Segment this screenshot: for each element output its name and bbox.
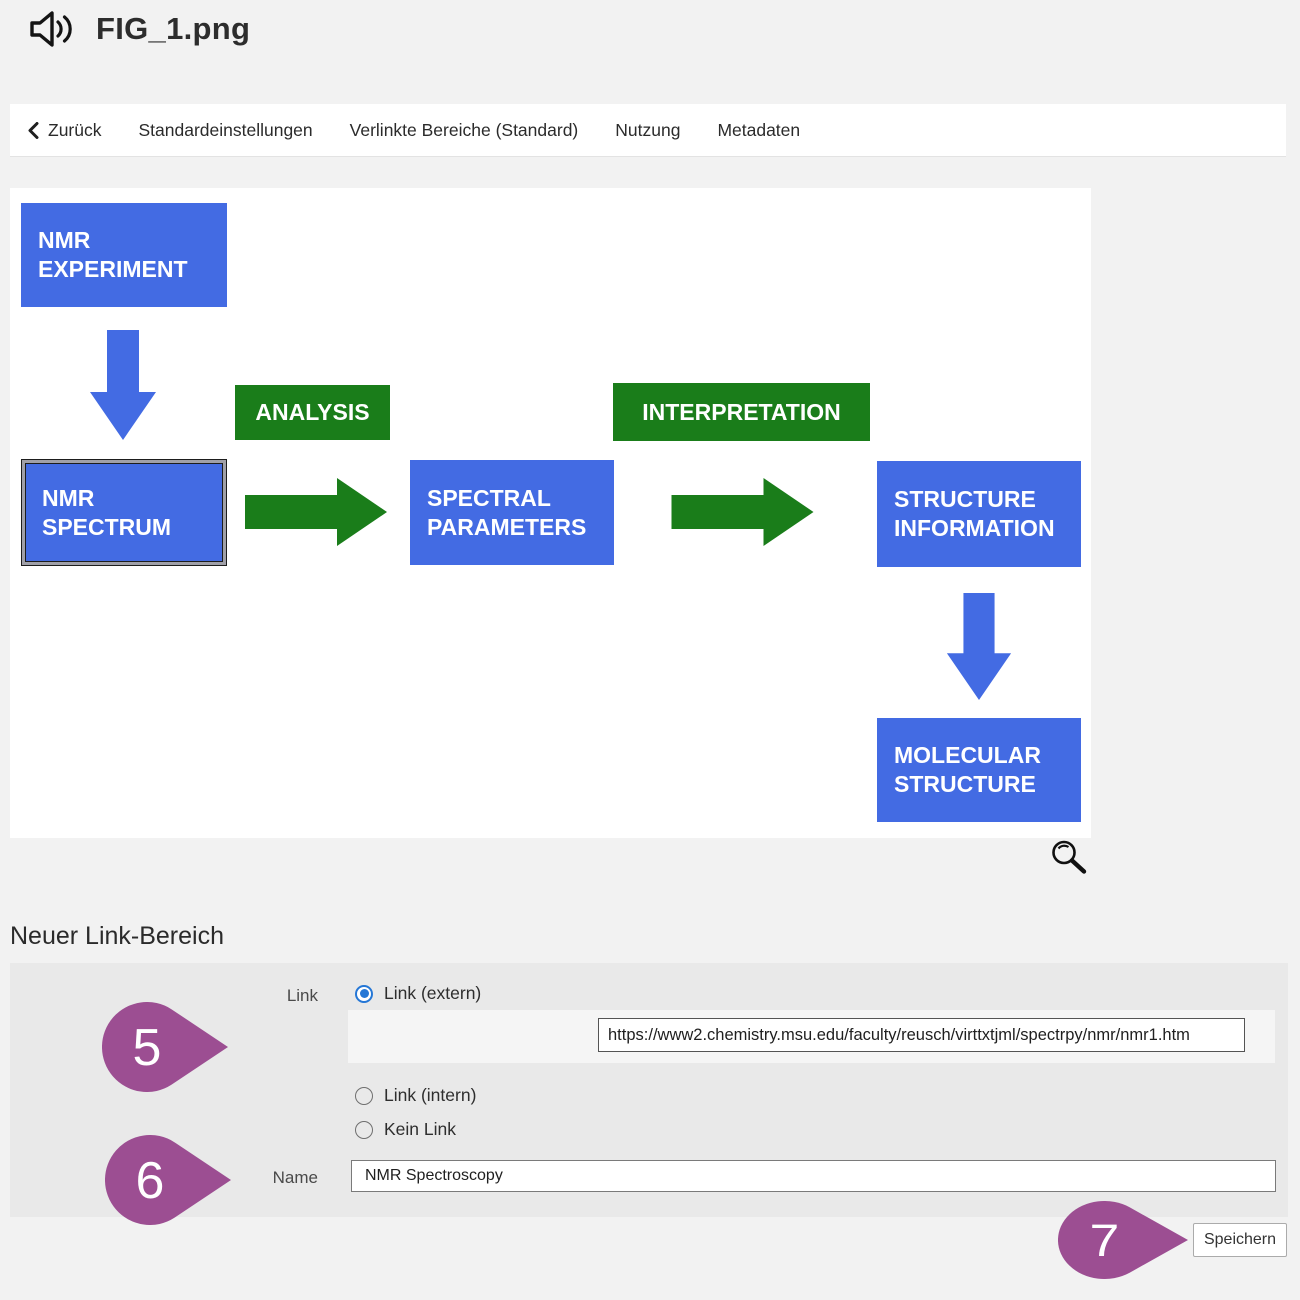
- arrow-down-icon: [90, 330, 156, 440]
- nav-bar: Zurück Standardeinstellungen Verlinkte B…: [10, 104, 1286, 157]
- nav-item-back[interactable]: Zurück: [28, 120, 101, 141]
- magnifier-icon[interactable]: [1049, 839, 1091, 879]
- save-button[interactable]: Speichern: [1193, 1223, 1287, 1257]
- flow-box-molecular-structure: MOLECULAR STRUCTURE: [877, 718, 1081, 822]
- chevron-left-icon: [28, 121, 39, 139]
- radio-option-link-extern[interactable]: Link (extern): [355, 983, 481, 1004]
- link-field-label: Link: [286, 986, 318, 1005]
- page-header: FIG_1.png: [28, 10, 250, 48]
- radio-option-kein-link[interactable]: Kein Link: [355, 1119, 456, 1140]
- nav-item-label: Verlinkte Bereiche (Standard): [349, 119, 579, 140]
- nav-item-metadaten[interactable]: Metadaten: [717, 120, 800, 141]
- radio-option-link-intern[interactable]: Link (intern): [355, 1085, 476, 1106]
- flow-box-label: NMR SPECTRUM: [42, 484, 172, 540]
- flow-box-label: INTERPRETATION: [642, 398, 841, 425]
- flow-box-label: NMR EXPERIMENT: [38, 227, 188, 282]
- flow-box-nmr-spectrum[interactable]: NMR SPECTRUM: [21, 459, 227, 566]
- radio-label: Link (extern): [384, 983, 482, 1003]
- name-field-label: Name: [272, 1168, 318, 1187]
- flow-box-spectral-parameters: SPECTRAL PARAMETERS: [410, 460, 614, 565]
- arrow-right-icon: [245, 478, 387, 546]
- speaker-icon: [30, 11, 72, 47]
- flow-box-nmr-experiment: NMR EXPERIMENT: [21, 203, 227, 307]
- radio-label: Kein Link: [384, 1119, 456, 1139]
- flow-box-label: STRUCTURE INFORMATION: [894, 486, 1055, 541]
- nav-item-standardeinstellungen[interactable]: Standardeinstellungen: [138, 120, 312, 141]
- nav-item-label: Nutzung: [615, 119, 681, 140]
- nav-item-label: Standardeinstellungen: [138, 119, 313, 140]
- section-title: Neuer Link-Bereich: [10, 922, 224, 950]
- flow-box-label: ANALYSIS: [255, 399, 370, 426]
- arrow-right-icon: [671, 478, 814, 546]
- radio-label: Link (intern): [384, 1085, 477, 1105]
- flow-box-structure-information: STRUCTURE INFORMATION: [877, 461, 1081, 567]
- flow-box-analysis: ANALYSIS: [235, 385, 390, 440]
- nav-item-nutzung[interactable]: Nutzung: [615, 120, 680, 141]
- nav-item-verlinkte-bereiche[interactable]: Verlinkte Bereiche (Standard): [350, 120, 579, 141]
- flow-box-label: MOLECULAR STRUCTURE: [894, 742, 1041, 797]
- page-title: FIG_1.png: [96, 11, 251, 46]
- link-form-panel: Link Link (extern) Link (intern) Kein Li…: [10, 963, 1288, 1217]
- nav-item-label: Metadaten: [717, 119, 801, 140]
- radio-button-link-intern[interactable]: [355, 1086, 373, 1105]
- arrow-down-icon: [946, 593, 1012, 700]
- flow-box-label: SPECTRAL PARAMETERS: [427, 484, 587, 540]
- name-input[interactable]: [351, 1160, 1276, 1192]
- nav-item-label: Zurück: [48, 119, 102, 140]
- radio-button-kein-link[interactable]: [355, 1120, 373, 1139]
- flow-box-interpretation: INTERPRETATION: [613, 383, 870, 441]
- external-url-input[interactable]: [598, 1018, 1245, 1052]
- radio-button-link-extern[interactable]: [355, 984, 373, 1003]
- figure-image[interactable]: NMR EXPERIMENT ANALYSIS INTERPRETATION N…: [10, 188, 1091, 838]
- annotation-number: 7: [1090, 1216, 1120, 1266]
